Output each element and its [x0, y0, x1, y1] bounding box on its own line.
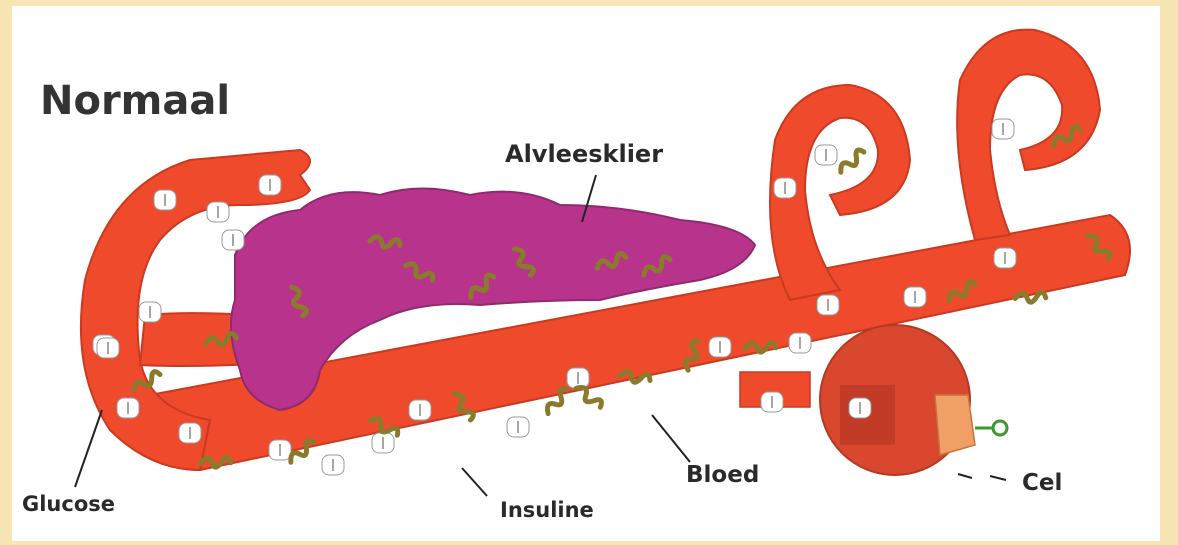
cell-label: Cel [1022, 470, 1062, 496]
insulin-label: Insuline [500, 498, 594, 522]
blood-label: Bloed [686, 462, 759, 488]
glucose-label: Glucose [22, 492, 115, 516]
pancreas-label: Alvleesklier [505, 140, 663, 168]
diagram-title: Normaal [40, 78, 230, 124]
